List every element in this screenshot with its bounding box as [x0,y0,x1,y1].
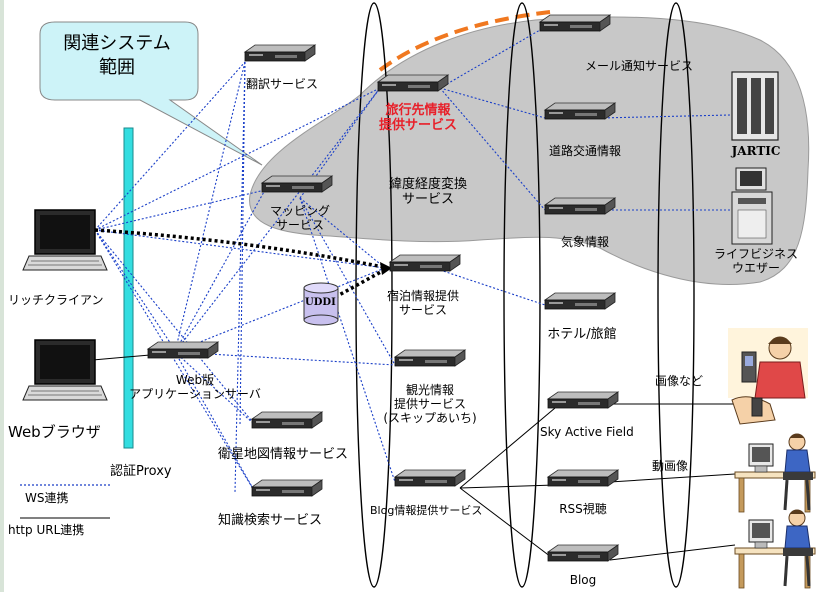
weather-server-icon [544,197,616,215]
web-app-server-label: Web版 アプリケーションサーバ [129,373,261,401]
callout-bubble [39,21,263,166]
knowledge-search-service-label: 知識検索サービス [218,513,323,528]
blog-label: Blog [569,573,597,587]
rich-client-label: リッチクライアン [8,293,104,307]
legend-ws-label: WS連携 [25,491,69,505]
auth-proxy-bar [123,127,134,449]
video-viewer-user-icon [733,432,817,514]
blog-reader-user-icon [733,508,817,590]
mapping-service-label: マッピング サービス [269,204,331,232]
rich-client-flow [94,228,389,270]
blog-provider-service-label: Blog情報提供サービス [370,504,483,517]
ellipse-group-1 [355,2,393,588]
lifebiz-terminal-icon [731,167,773,245]
rss-viewing-label: RSS視聴 [559,502,607,516]
web-app-server-icon [147,341,219,359]
knowledge-server-icon [251,479,323,497]
uddi-database-icon [303,282,339,326]
left-edge-strip [0,0,4,592]
jartic-rack-icon [731,71,779,141]
satellite-map-service-label: 衛星地図情報サービス [218,447,349,462]
road-traffic-server-icon [544,102,616,120]
lodging-service-label: 宿泊情報提供 サービス [386,289,460,317]
callout-label: 関連システム 範囲 [63,33,171,79]
image-etc-label: 画像など [655,374,704,388]
sky-active-server-icon [547,391,619,409]
road-traffic-label: 道路交通情報 [548,144,622,158]
web-browser-label: Webブラウザ [8,423,101,441]
mail-notification-label: メール通知サービス [585,59,694,73]
related-system-area [249,16,810,285]
rich-client-laptop-icon [22,209,108,271]
translation-service-label: 翻訳サービス [245,77,319,91]
auth-proxy-label: 認証Proxy [110,464,172,479]
sky-active-field-label: Sky Active Field [540,425,634,439]
mapping-server-icon [261,175,333,193]
uddi-flow [329,266,389,302]
hotel-server-icon [544,292,616,310]
blog-server-icon [547,544,619,562]
tourism-service-label: 観光情報 提供サービス (スキップあいち) [383,383,477,425]
travel-info-service-label: 旅行先情報 提供サービス [378,103,458,133]
tourism-server-icon [394,349,466,367]
ellipse-group-2 [503,2,541,588]
travel-info-server-icon [377,74,449,92]
legend-http-label: http URL連携 [8,523,85,537]
orange-dashed-arc [378,10,551,72]
latlon-conversion-label: 緯度経度変換 サービス [388,177,468,207]
phone-user-icon [728,328,808,425]
hotel-label: ホテル/旅館 [547,327,617,342]
ellipse-group-3 [657,2,695,588]
lodging-server-icon [389,254,461,272]
weather-info-label: 気象情報 [560,235,610,249]
blog-provider-server-icon [394,469,466,487]
lifebiz-weather-label: ライフビジネス ウエザー [713,247,799,275]
jartic-label: JARTIC [731,144,781,158]
satellite-server-icon [251,411,323,429]
uddi-label: UDDI [305,297,336,308]
mail-server-icon [539,14,611,32]
translation-server-icon [244,44,316,62]
video-label: 動画像 [652,459,689,473]
web-browser-laptop-icon [22,339,108,401]
rss-server-icon [547,469,619,487]
